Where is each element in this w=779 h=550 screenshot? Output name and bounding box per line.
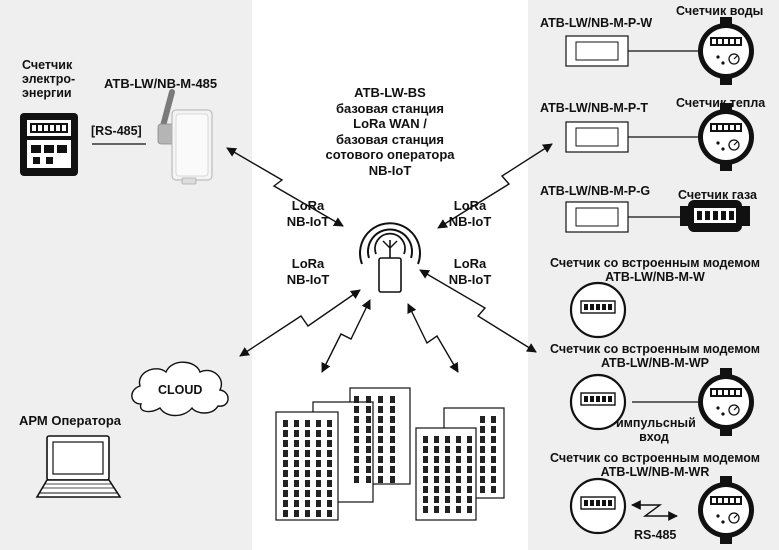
modem-485-device-icon [157,89,213,185]
electricity-meter-label-line-2: электро- [22,72,76,86]
modem-meter-wp-line-1: Счетчик со встроенным модемом [550,342,760,356]
gas-meter-label: Счетчик газа [678,188,758,202]
heat-module-label: ATB-LW/NB-M-P-T [540,101,649,115]
heat-meter-label: Счетчик тепла [676,96,766,110]
modem-meter-w-line-1: Счетчик со встроенным модемом [550,256,760,270]
electricity-meter-label-line-3: энергии [22,86,72,100]
gas-module-label: ATB-LW/NB-M-P-G [540,184,651,198]
protocol-label-top-left: LoRa NB-IoT [278,198,338,229]
base-station-antenna-icon [359,222,421,293]
left-panel-background [0,0,252,550]
base-station-line-2: базовая станция [336,100,444,116]
protocol-line-nbiot: NB-IoT [448,213,492,229]
rs485-zigzag-arrow [631,500,678,521]
modem-meter-w-line-2: ATB-LW/NB-M-W [605,270,705,284]
operator-workstation-label: АРМ Оператора [19,413,122,428]
cloud-label: CLOUD [158,383,203,397]
water-module-label: ATB-LW/NB-M-P-W [540,16,653,30]
protocol-line-lora: LoRa [291,256,325,271]
modem-meter-wr-line-2: ATB-LW/NB-M-WR [600,465,710,479]
buildings-left-icon [275,387,411,521]
link-arrow-cloud [239,289,361,357]
link-arrow-building-right [407,303,459,373]
electricity-meter-label: Счетчик электро- энергии [22,58,75,100]
modem-meter-w-face-icon [569,281,627,339]
modem-meter-wr-label: Счетчик со встроенным модемом ATB-LW/NB-… [536,451,774,479]
water-pulse-module-icon [565,35,629,67]
link-arrow-485 [226,147,344,227]
modem-meter-w-label: Счетчик со встроенным модемом ATB-LW/NB-… [536,256,774,284]
base-station-line-6: NB-IoT [368,162,412,178]
pulse-input-line-2: вход [639,430,669,444]
modem-meter-wp-label: Счетчик со встроенным модемом ATB-LW/NB-… [536,342,774,370]
protocol-line-nbiot: NB-IoT [286,213,330,229]
gas-meter-icon [680,200,750,232]
base-station-line-4: базовая станция [336,131,444,147]
protocol-line-nbiot: NB-IoT [448,271,492,287]
protocol-line-lora: LoRa [453,198,487,213]
link-arrow-modem-meters [419,269,537,353]
water-meter-wr-icon [698,476,754,544]
rs485-label: RS-485 [634,528,677,542]
right-panel-background [528,0,779,550]
base-station-line-1: ATB-LW-BS [354,85,426,100]
modem-meter-wr-line-1: Счетчик со встроенным модемом [550,451,760,465]
water-meter-icon [698,17,754,85]
protocol-label-bottom-right: LoRa NB-IoT [440,256,500,287]
modem-485-label: ATB-LW/NB-M-485 [104,76,218,91]
rs485-interface-label: [RS-485] [91,124,142,138]
protocol-label-bottom-left: LoRa NB-IoT [278,256,338,287]
protocol-line-nbiot: NB-IoT [286,271,330,287]
cloud-icon [131,361,229,417]
electricity-meter-icon [20,113,78,176]
modem-meter-wp-face-icon [569,373,627,431]
water-meter-label: Счетчик воды [676,4,764,18]
pulse-input-label: импульсный вход [616,416,696,444]
laptop-icon [35,435,122,498]
link-arrow-building-left [321,299,371,373]
gas-pulse-module-icon [565,201,629,233]
buildings-right-icon [415,407,505,521]
protocol-label-top-right: LoRa NB-IoT [440,198,500,229]
base-station-line-3: LoRa WAN / [353,116,427,131]
electricity-meter-label-line-1: Счетчик [22,58,73,72]
base-station-line-5: сотового оператора [325,147,455,162]
protocol-line-lora: LoRa [291,198,325,213]
base-station-description: ATB-LW-BS базовая станция LoRa WAN / баз… [300,85,480,178]
link-arrow-water [437,143,553,229]
modem-meter-wp-line-2: ATB-LW/NB-M-WP [600,356,710,370]
modem-meter-wr-face-icon [569,477,627,535]
heat-pulse-module-icon [565,121,629,153]
protocol-line-lora: LoRa [453,256,487,271]
water-meter-wp-icon [698,368,754,436]
heat-meter-icon [698,103,754,171]
pulse-input-line-1: импульсный [616,416,696,430]
